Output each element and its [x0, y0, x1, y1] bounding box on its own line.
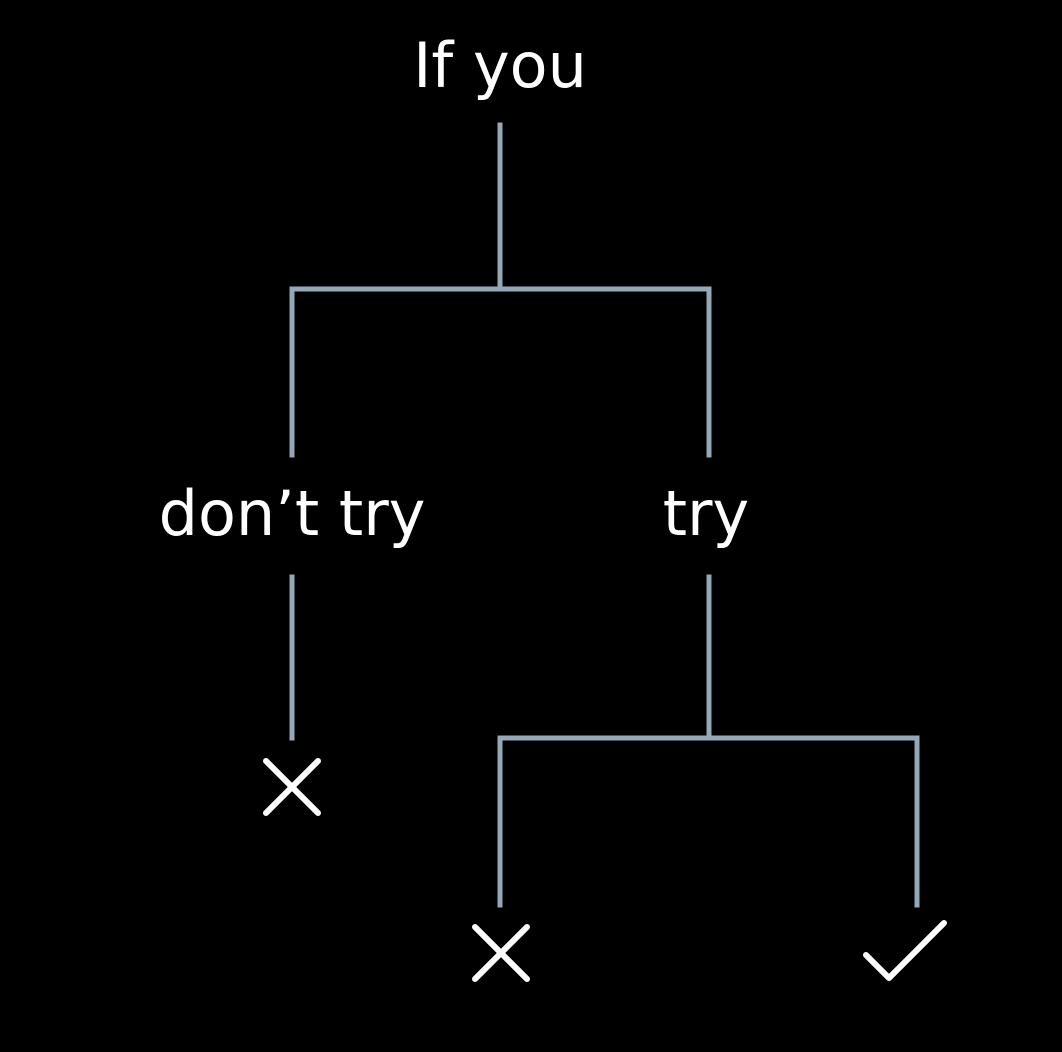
- cross-icon: [263, 758, 321, 816]
- cross-icon: [472, 924, 530, 982]
- root-label: If you: [413, 29, 587, 102]
- dont-try-label: don’t try: [159, 477, 426, 550]
- try-label: try: [663, 477, 750, 550]
- check-icon: [863, 920, 947, 981]
